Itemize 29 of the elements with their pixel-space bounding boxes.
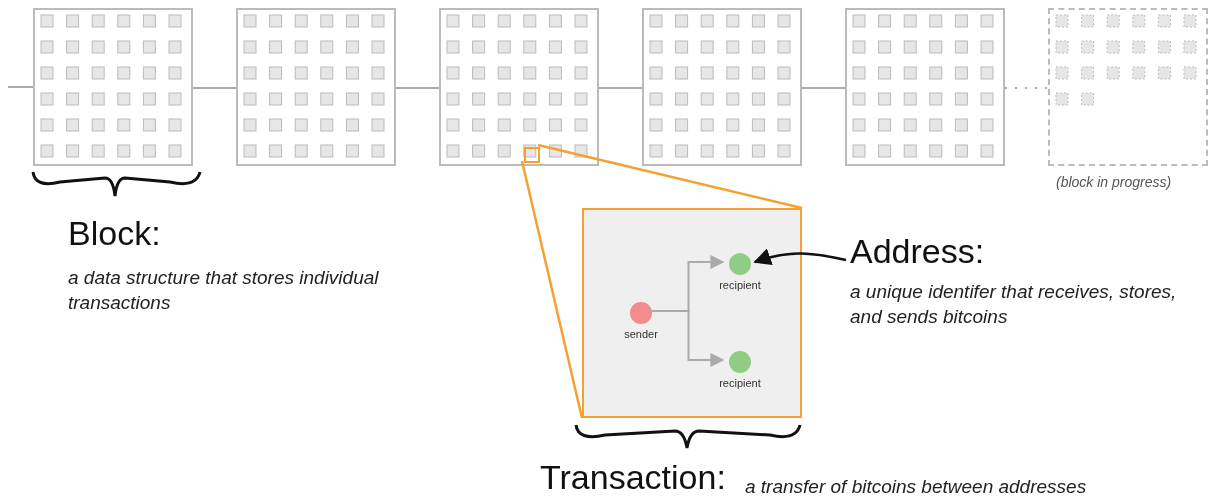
term-heading: Transaction: (540, 458, 726, 497)
zoom-line (520, 160, 584, 419)
node-label: recipient (719, 279, 761, 291)
sender-circle (630, 302, 652, 324)
term-heading: Address: (850, 232, 986, 271)
block-box (1048, 8, 1208, 166)
recipient-circle (729, 253, 751, 275)
recipient-circle (729, 351, 751, 373)
block-box (439, 8, 599, 166)
highlighted-cell (524, 147, 540, 163)
transaction-zoom-box (582, 208, 802, 418)
block-box (236, 8, 396, 166)
block-box (642, 8, 802, 166)
chain-line (7, 86, 34, 88)
term-definition: a data structure that stores individual transactions (68, 266, 380, 315)
chain-line (598, 87, 643, 89)
arrow (753, 248, 847, 266)
block-box (845, 8, 1005, 166)
node-label: sender (624, 328, 658, 340)
chain-line (801, 87, 846, 89)
block-box (33, 8, 193, 166)
block-caption: (block in progress) (1056, 173, 1172, 192)
term-definition: a transfer of bitcoins between addresses (745, 475, 1087, 499)
node-label: recipient (719, 377, 761, 389)
zoom-line (537, 143, 803, 210)
term-heading: Block: (68, 214, 161, 253)
chain-line (395, 87, 440, 89)
term-definition: a unique identifer that receives, stores, and sends bitcoins (850, 280, 1178, 329)
chain-line (192, 87, 237, 89)
